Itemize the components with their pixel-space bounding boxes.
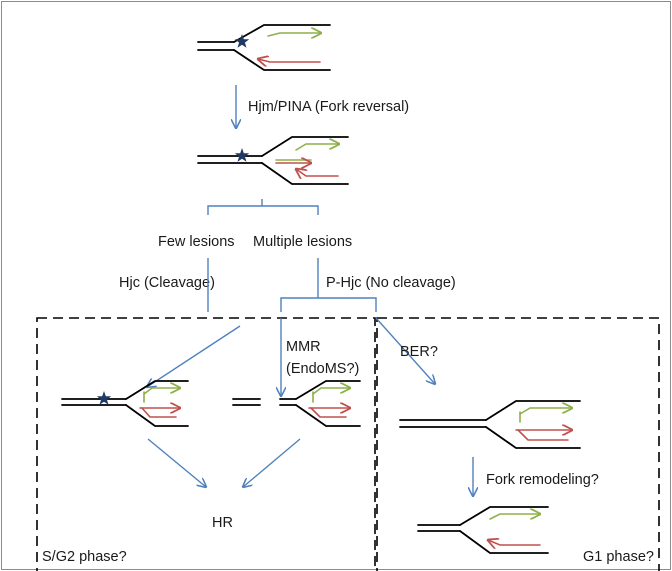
remodeled-fork xyxy=(417,506,549,554)
fork-reversal-label: Hjm/PINA (Fork reversal) xyxy=(248,99,409,115)
ber-arrow xyxy=(375,317,435,384)
hr-label: HR xyxy=(212,515,233,531)
phjc-bracket xyxy=(280,297,377,312)
hjc-cleavage-label: Hjc (Cleavage) xyxy=(119,275,215,291)
pathway-brace xyxy=(207,199,319,215)
star-icon xyxy=(96,391,112,405)
s-g2-phase-box xyxy=(36,317,376,571)
endoms-label: (EndoMS?) xyxy=(286,361,359,377)
ber-label: BER? xyxy=(400,344,438,360)
star-icon xyxy=(234,148,250,162)
multiple-lesions-label: Multiple lesions xyxy=(253,234,352,250)
reversed-fork xyxy=(197,136,349,185)
fork-remodeling-label: Fork remodeling? xyxy=(486,472,599,488)
cleaved-fork-with-lesion xyxy=(61,380,189,427)
stalled-fork xyxy=(197,24,331,71)
mmr-label: MMR xyxy=(286,339,321,355)
ber-processed-fork xyxy=(399,400,581,449)
cleavage-arrow xyxy=(147,325,241,387)
s-g2-phase-label: S/G2 phase? xyxy=(42,549,127,565)
star-icon xyxy=(234,34,250,48)
few-lesions-label: Few lesions xyxy=(158,234,235,250)
hr-arrow-left xyxy=(147,438,206,487)
g1-phase-box xyxy=(376,317,660,571)
phjc-no-cleavage-label: P-Hjc (No cleavage) xyxy=(326,275,456,291)
g1-phase-label: G1 phase? xyxy=(583,549,654,565)
mmr-processed-fork xyxy=(232,380,361,427)
hr-arrow-right xyxy=(243,438,301,487)
